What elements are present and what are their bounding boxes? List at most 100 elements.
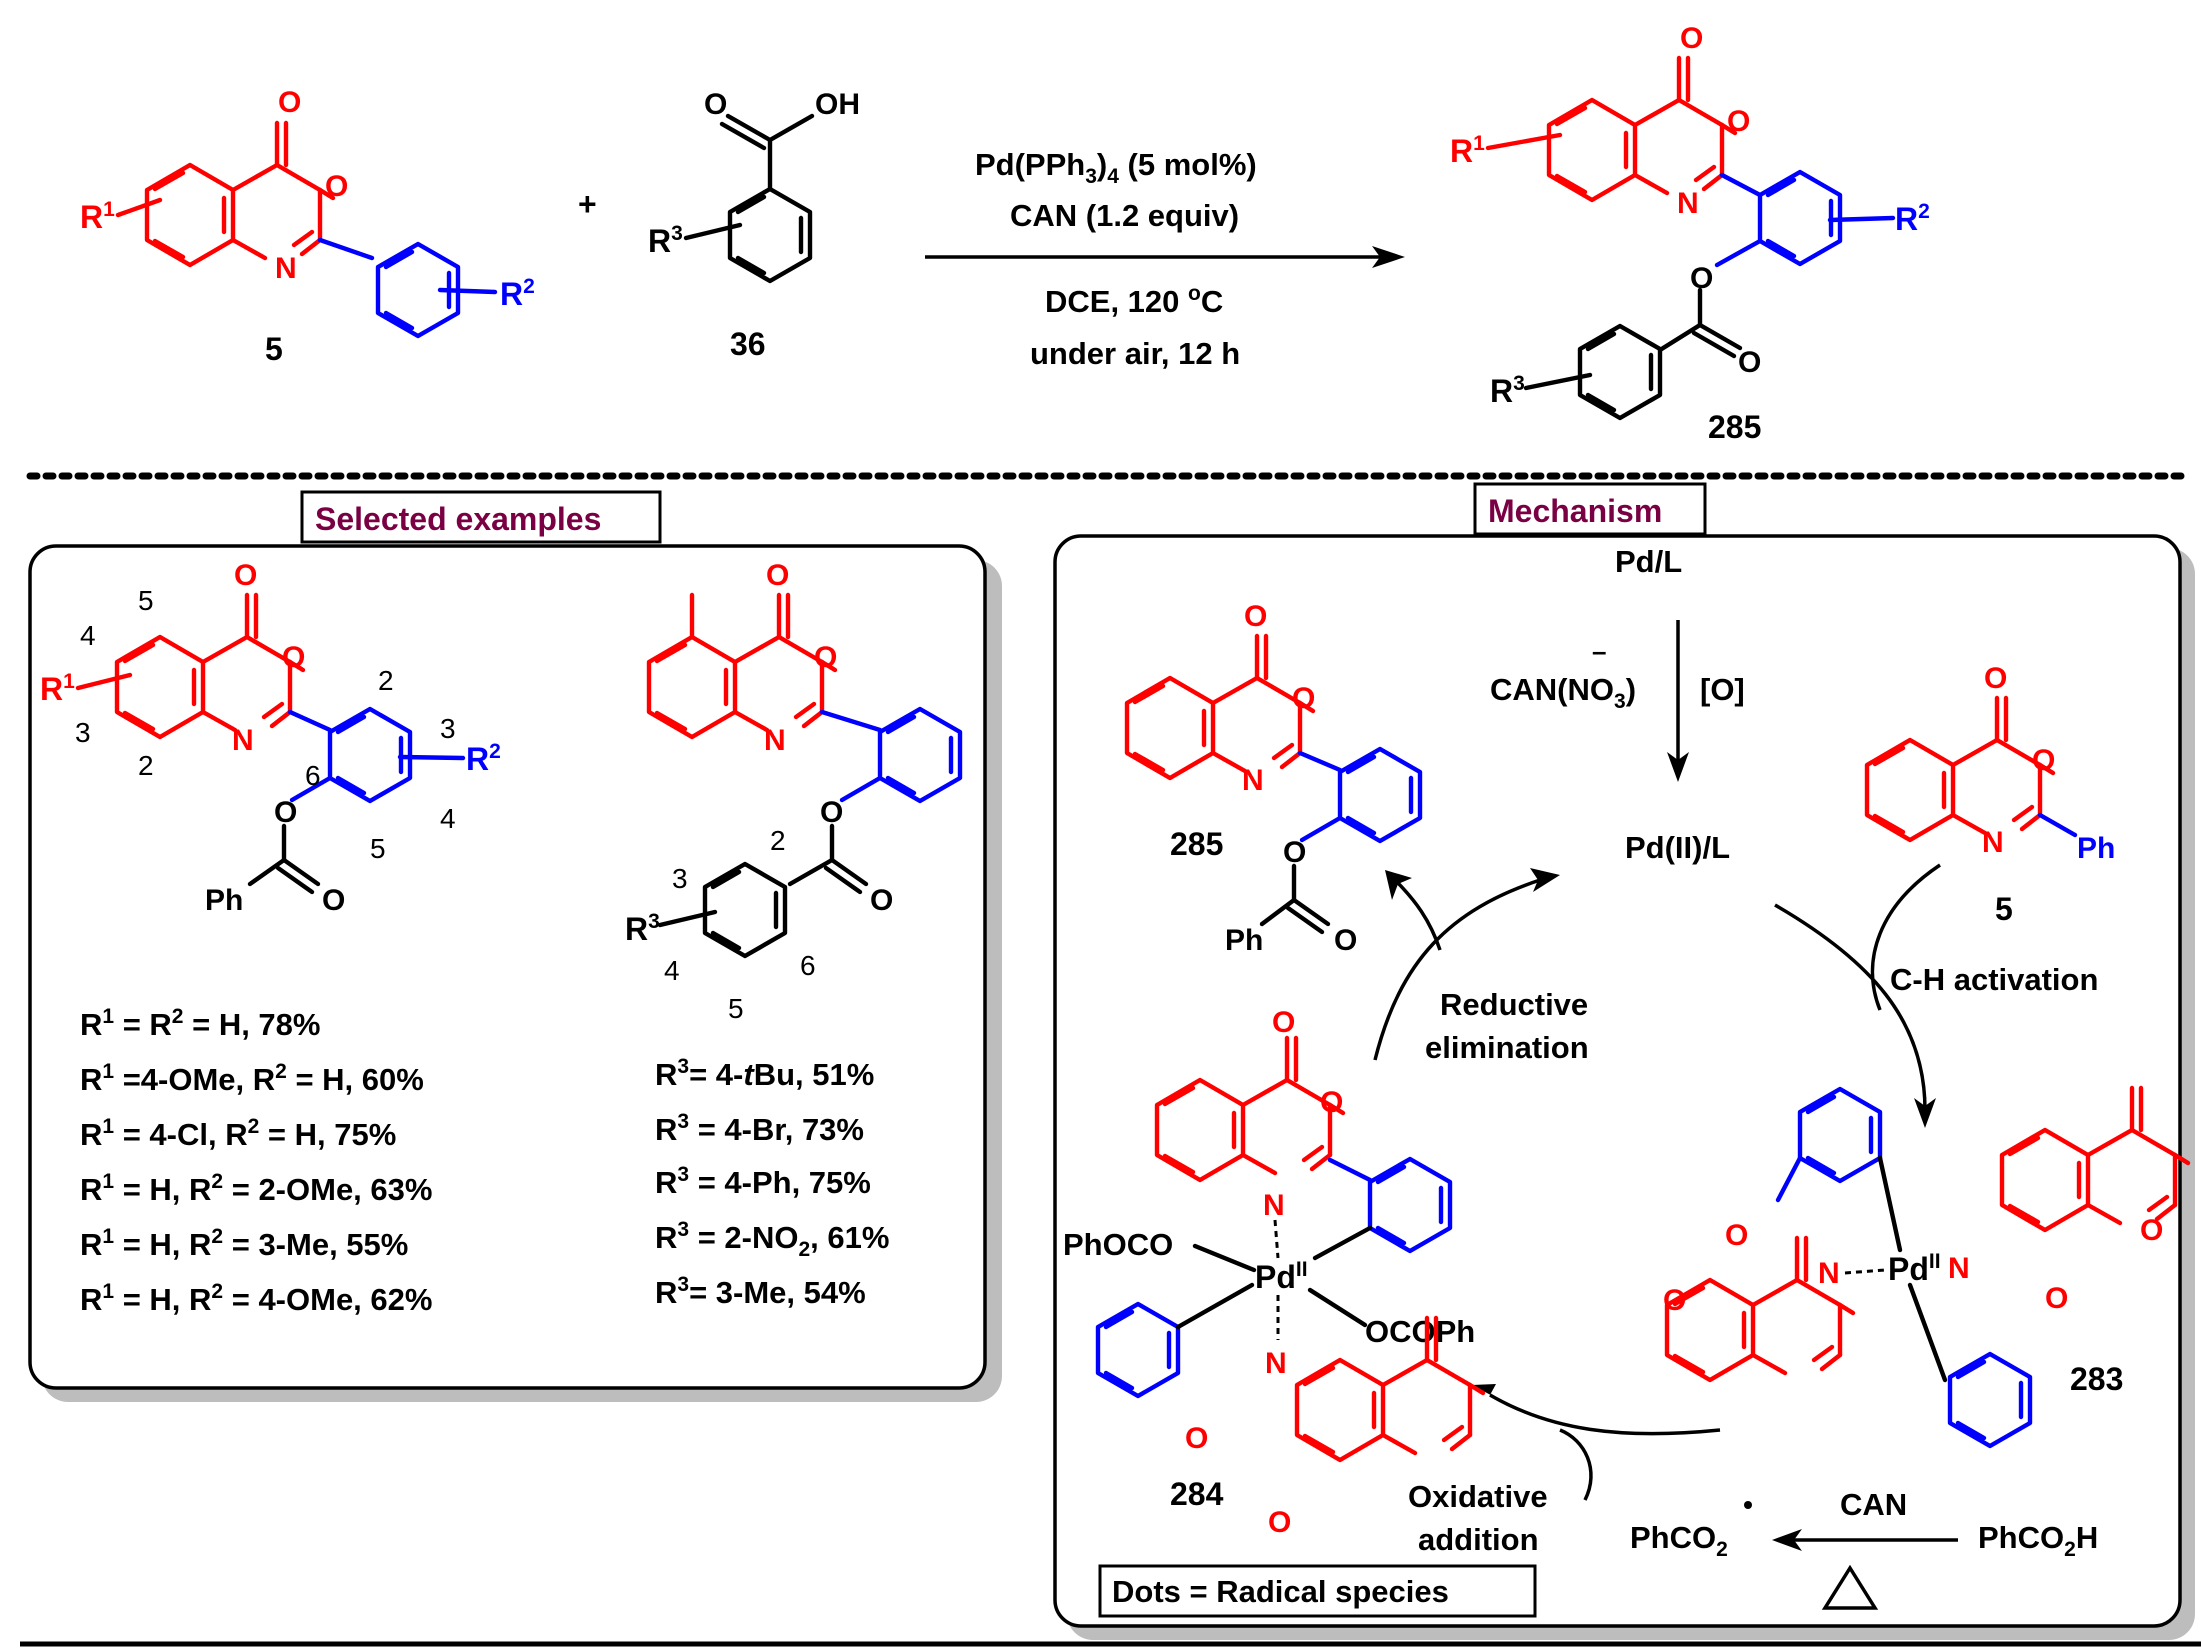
svg-text:3: 3 [672, 863, 688, 894]
condition-oxidant: CAN (1.2 equiv) [1010, 198, 1239, 233]
atom-o-ring: O [325, 170, 348, 203]
example-structure-right: O O N O O R3 2 3 4 5 6 [625, 559, 960, 1024]
reactant-36: O OH R3 36 [648, 88, 860, 362]
svg-text:O: O [234, 559, 257, 592]
active-catalyst: Pd(II)/L [1625, 830, 1730, 865]
svg-text:O: O [1268, 1506, 1291, 1539]
legend-box [1098, 1564, 1537, 1618]
svg-text:O: O [1725, 1219, 1748, 1252]
mechanism-substrate-5: O O N Ph 5 [1867, 662, 2115, 927]
legend-text: Dots = Radical species [1112, 1574, 1449, 1609]
svg-text:O: O [1727, 105, 1750, 138]
svg-text:O: O [2032, 744, 2055, 777]
yield-7: R3= 4-tBu, 51% [655, 1055, 874, 1092]
compound-label-36: 36 [730, 326, 766, 362]
yield-2: R1 =4-OMe, R2 = H, 60% [80, 1060, 424, 1097]
substituent-r2: R2 [500, 275, 535, 312]
svg-text:O: O [1738, 346, 1761, 379]
mechanism-panel: Mechanism Pd/L CAN(NO3) – [O] Pd(II)/L O… [1053, 482, 2195, 1640]
step-oxidative-addition-2: addition [1418, 1522, 1539, 1557]
svg-text:N: N [1242, 764, 1264, 797]
left-numbering: 5 4 3 2 2 3 4 5 6 [75, 585, 456, 864]
svg-text:Ph: Ph [2077, 832, 2115, 865]
svg-text:4: 4 [440, 803, 456, 834]
yield-8: R3 = 4-Br, 73% [655, 1110, 864, 1147]
svg-text:O: O [1984, 662, 2007, 695]
svg-text:O: O [766, 559, 789, 592]
svg-text:O: O [814, 641, 837, 674]
oxidant-tag: [O] [1700, 672, 1745, 707]
intermediate-284: PdII PhOCO OCOPh O O N N O O 284 [1063, 1006, 1483, 1539]
examples-panel: Selected examples O O N R1 R2 O Ph O 5 4 [28, 490, 1002, 1402]
svg-text:3: 3 [75, 717, 91, 748]
svg-text:O: O [1334, 924, 1357, 957]
svg-text:N: N [1818, 1257, 1840, 1290]
svg-text:5: 5 [138, 585, 154, 616]
product-285: O O N R1 R2 O O R3 285 [1450, 22, 1930, 445]
radical-dot [1744, 1501, 1752, 1509]
example-structure-left: O O N R1 R2 O Ph O 5 4 3 2 2 3 4 [40, 559, 501, 917]
svg-text:4: 4 [80, 620, 96, 651]
step-ch-activation: C-H activation [1890, 962, 2098, 997]
right-numbering: 2 3 4 5 6 [664, 825, 816, 1024]
step-reductive-elimination-2: elimination [1425, 1030, 1589, 1065]
svg-text:O: O [1680, 22, 1703, 55]
svg-text:O: O [1292, 682, 1315, 715]
heat-triangle [1821, 1564, 1879, 1610]
svg-text:O: O [1272, 1006, 1295, 1039]
svg-text:O: O [1320, 1086, 1343, 1119]
svg-text:Ph: Ph [205, 884, 243, 917]
svg-text:6: 6 [800, 950, 816, 981]
svg-text:O: O [274, 796, 297, 829]
svg-text:O: O [1283, 836, 1306, 869]
radical-reagent: CAN [1840, 1487, 1907, 1522]
mechanism-title-box [1473, 482, 1707, 536]
ligand-ocoph: OCOPh [1365, 1314, 1475, 1349]
mechanism-label-5: 5 [1995, 891, 2013, 927]
arrow-to-ch-activation [1774, 903, 1927, 1111]
compound-label-5: 5 [265, 331, 283, 367]
mechanism-label-285: 285 [1170, 826, 1223, 862]
svg-text:O: O [820, 796, 843, 829]
yield-5: R1 = H, R2 = 3-Me, 55% [80, 1225, 408, 1262]
atom-o: O [704, 88, 727, 121]
svg-text:O: O [282, 641, 305, 674]
condition-catalyst: Pd(PPh3)4 (5 mol%) [975, 147, 1257, 188]
svg-text:N: N [1263, 1189, 1285, 1222]
yield-3: R1 = 4-Cl, R2 = H, 75% [80, 1115, 396, 1152]
svg-text:N: N [1677, 187, 1699, 220]
catalyst-pd-l: Pd/L [1615, 544, 1682, 579]
atom-oh: OH [815, 88, 860, 121]
examples-title: Selected examples [315, 501, 601, 537]
intermediate-label-283: 283 [2070, 1361, 2123, 1397]
step-oxidative-addition-1: Oxidative [1408, 1479, 1548, 1514]
svg-text:4: 4 [664, 955, 680, 986]
svg-text:N: N [1948, 1252, 1970, 1285]
yield-4: R1 = H, R2 = 2-OMe, 63% [80, 1170, 432, 1207]
svg-text:5: 5 [728, 993, 744, 1024]
condition-atmosphere: under air, 12 h [1030, 336, 1240, 371]
yield-9: R3 = 4-Ph, 75% [655, 1163, 871, 1200]
r1-sup: 1 [103, 198, 115, 221]
ligand-phoco: PhOCO [1063, 1227, 1173, 1262]
arrow-product-out [1393, 878, 1442, 951]
intermediate-283: PdII N O O N O O 283 [1663, 1088, 2188, 1446]
yield-11: R3= 3-Me, 54% [655, 1273, 866, 1310]
yield-10: R3 = 2-NO2, 61% [655, 1218, 889, 1261]
arrow-radical-in [1559, 1428, 1593, 1501]
atom-o-carbonyl: O [278, 86, 301, 119]
arrow-oxidative-addition [1489, 1393, 1721, 1436]
yield-1: R1 = R2 = H, 78% [80, 1005, 320, 1042]
atom-n-ring: N [275, 252, 297, 285]
yield-6: R1 = H, R2 = 4-OMe, 62% [80, 1280, 432, 1317]
svg-text:N: N [764, 724, 786, 757]
compound-label-285: 285 [1708, 409, 1761, 445]
arrow-reductive-elimination [1373, 878, 1541, 1061]
condition-solvent: DCE, 120 oC [1045, 282, 1223, 319]
reactant-5: O O N R1 R2 5 [80, 86, 535, 367]
svg-text:R1: R1 [1450, 132, 1485, 169]
substituent-r3: R3 [648, 222, 683, 259]
svg-text:2: 2 [138, 750, 154, 781]
svg-text:O: O [1244, 600, 1267, 633]
svg-text:N: N [1982, 826, 2004, 859]
